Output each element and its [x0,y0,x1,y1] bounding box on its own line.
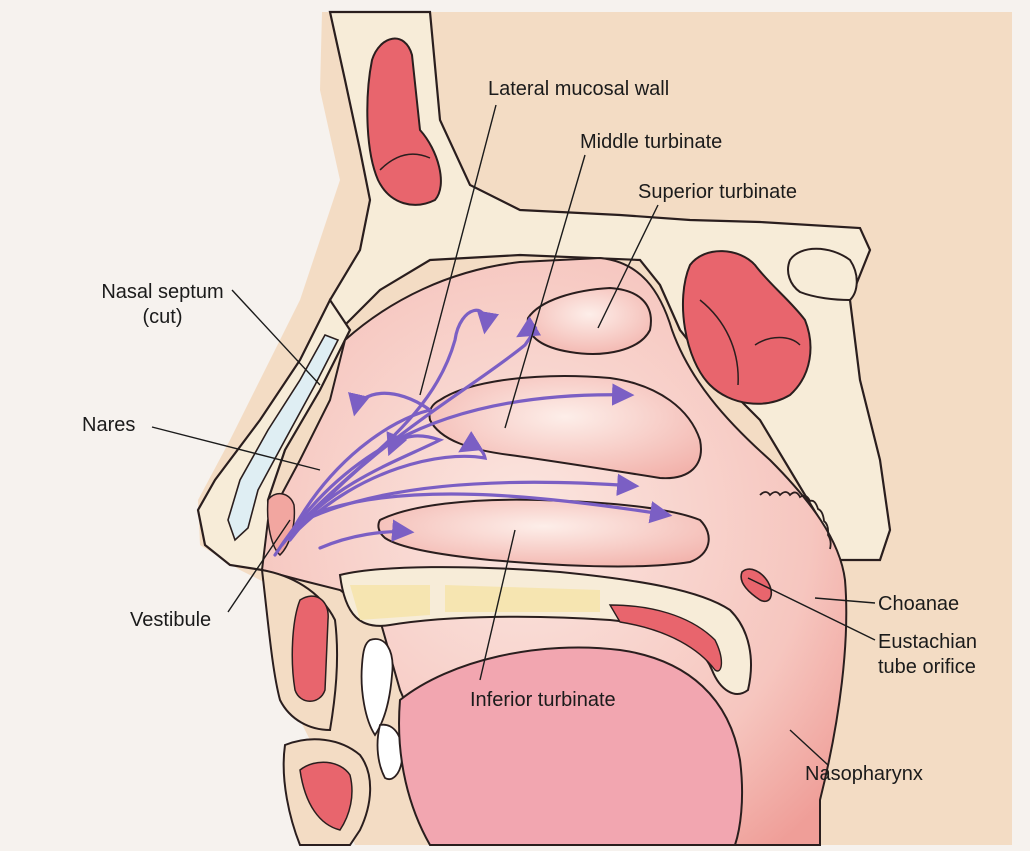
upper-lip-muscle [292,596,328,701]
label-nares: Nares [82,413,135,438]
label-eustachian-line2: tube orifice [878,655,977,680]
label-inferior-turbinate: Inferior turbinate [470,688,616,713]
label-nasal-septum-note: (cut) [80,305,245,330]
label-nasopharynx: Nasopharynx [805,762,923,787]
label-nasal-septum: Nasal septum (cut) [80,280,245,330]
label-vestibule: Vestibule [130,608,211,633]
label-eustachian-line1: Eustachian [878,630,977,655]
tongue [399,647,742,845]
label-middle-turbinate: Middle turbinate [580,130,722,155]
label-choanae: Choanae [878,592,959,617]
label-superior-turbinate: Superior turbinate [638,180,797,205]
label-lateral-mucosal-wall: Lateral mucosal wall [488,77,669,102]
label-nasal-septum-name: Nasal septum [80,280,245,305]
label-eustachian-tube-orifice: Eustachian tube orifice [878,630,977,680]
